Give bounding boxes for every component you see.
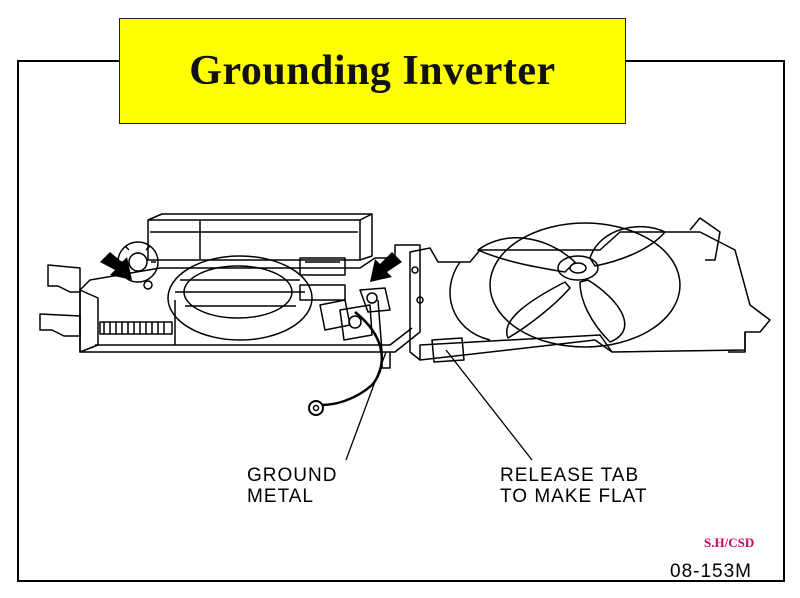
inverter-panel: [39, 213, 421, 416]
release-label-line1: RELEASE TAB: [500, 465, 640, 486]
arrow-icon: [370, 252, 402, 282]
ground-leader-line: [345, 351, 387, 461]
title-banner: Grounding Inverter: [119, 18, 626, 124]
ground-label-line2: METAL: [247, 486, 314, 507]
page-title: Grounding Inverter: [189, 48, 556, 94]
credit-label: S.H/CSD: [704, 535, 755, 550]
ground-metal-label: GROUND METAL: [247, 465, 337, 507]
ground-label-line1: GROUND: [247, 465, 338, 486]
fan-panel: [409, 217, 771, 363]
release-leader-line: [445, 349, 533, 461]
pointer-arrows: [100, 252, 402, 282]
release-tab-label: RELEASE TAB TO MAKE FLAT: [500, 465, 648, 507]
release-label-line2: TO MAKE FLAT: [500, 486, 648, 507]
arrow-icon: [100, 252, 132, 280]
figure-code: 08-153M: [670, 561, 752, 582]
